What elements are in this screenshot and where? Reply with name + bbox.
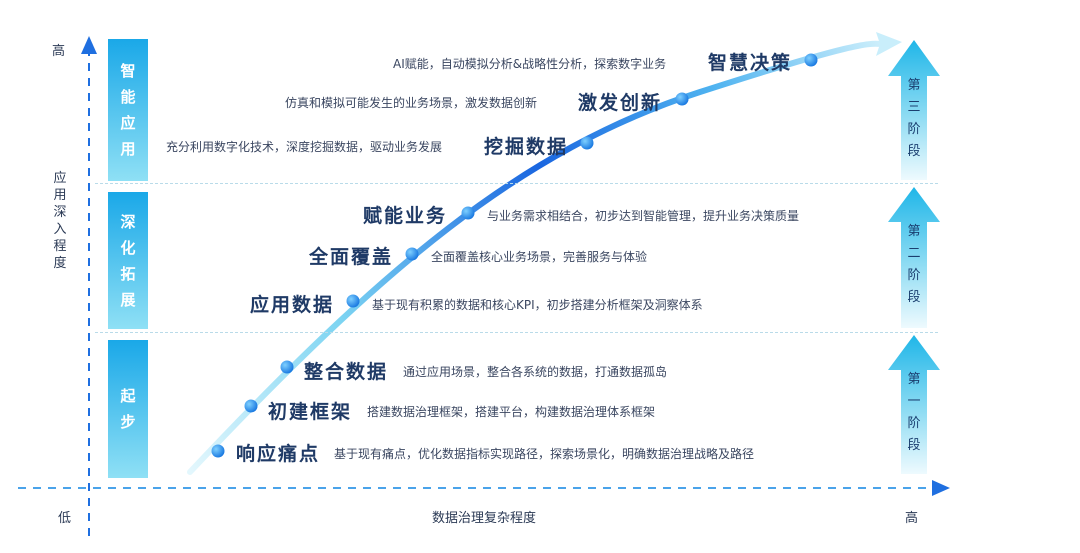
phase-char: 段 [907, 438, 921, 453]
phase-char: 第 [907, 224, 921, 239]
phase-arrow-1 [888, 335, 940, 474]
y-axis-high-label: 高 [52, 44, 66, 59]
phase-arrow-2 [888, 187, 940, 328]
node-dot-1 [211, 444, 225, 458]
node-dot-8 [675, 92, 689, 106]
phase-char: 第 [907, 78, 921, 93]
node-dot-7 [580, 136, 594, 150]
y-axis-title: 应 用 深 入 程 度 [52, 170, 68, 272]
node-desc-inspire-innovation: 仿真和模拟可能发生的业务场景，激发数据创新 [285, 96, 538, 110]
stage-box-bg-2 [108, 192, 148, 329]
stage-intelligent-application: 智 能 应 用 [108, 39, 148, 181]
stage-char: 深 [120, 212, 136, 231]
stage-char: 智 [120, 62, 136, 80]
stage-char: 展 [120, 290, 136, 309]
stage-deepen-expand: 深 化 拓 展 [108, 192, 148, 329]
phase-label-1: 第 一 阶 段 [903, 369, 925, 457]
curve-arrow-head [876, 32, 902, 56]
phase-arrow-3 [888, 40, 940, 180]
stage-box-bg-3 [108, 340, 148, 478]
y-axis-title-char: 程 [53, 239, 67, 254]
node-dot-9 [804, 53, 818, 67]
node-desc-respond-pain: 基于现有痛点，优化数据指标实现路径，探索场景化，明确数据治理战略及路径 [334, 447, 755, 461]
phase-char: 二 [907, 246, 921, 261]
stage-char: 应 [120, 114, 136, 132]
node-title-full-coverage: 全面覆盖 [309, 246, 394, 268]
node-dot-2 [244, 399, 258, 413]
stage-char: 化 [120, 238, 136, 257]
y-axis-title-char: 入 [53, 222, 67, 237]
node-title-empower-business: 赋能业务 [363, 205, 448, 227]
node-dot-4 [346, 294, 360, 308]
y-axis-title-char: 应 [53, 171, 67, 186]
phase-char: 阶 [907, 416, 921, 431]
x-axis-high-label: 高 [905, 511, 919, 526]
stage-char: 步 [120, 413, 136, 431]
stage-char: 起 [120, 387, 136, 405]
y-axis-low-label: 低 [58, 511, 72, 526]
phase-label-2: 第 二 阶 段 [903, 221, 925, 309]
stage-separator-bottom [95, 332, 938, 333]
growth-curve [187, 40, 888, 475]
stage-char: 用 [120, 140, 136, 158]
node-title-mine-data: 挖掘数据 [484, 136, 569, 158]
y-axis [81, 36, 97, 536]
node-desc-smart-decision: AI赋能，自动模拟分析&战略性分析，探索数字业务 [393, 57, 667, 71]
phase-char: 段 [907, 144, 921, 159]
phase-label-3: 第 三 阶 段 [903, 75, 925, 163]
phase-char: 阶 [907, 268, 921, 283]
stage-box-bg-1 [108, 39, 148, 181]
node-title-smart-decision: 智慧决策 [708, 52, 793, 74]
node-dot-5 [405, 247, 419, 261]
node-dot-6 [461, 206, 475, 220]
x-axis [18, 480, 950, 496]
y-axis-title-char: 用 [53, 188, 67, 203]
node-title-apply-data: 应用数据 [250, 294, 335, 316]
node-desc-full-coverage: 全面覆盖核心业务场景，完善服务与体验 [431, 250, 648, 264]
node-desc-integrate-data: 通过应用场景，整合各系统的数据，打通数据孤岛 [403, 365, 668, 379]
node-desc-empower-business: 与业务需求相结合，初步达到智能管理，提升业务决策质量 [487, 209, 800, 223]
node-title-build-framework: 初建框架 [268, 401, 353, 423]
stage-char: 拓 [120, 264, 136, 283]
y-axis-title-char: 深 [53, 205, 67, 220]
y-axis-title-char: 度 [53, 256, 67, 271]
phase-char: 三 [907, 100, 921, 115]
stage-char: 能 [120, 88, 136, 106]
node-title-integrate-data: 整合数据 [304, 361, 389, 383]
stage-start: 起 步 [108, 340, 148, 478]
node-desc-mine-data: 充分利用数字化技术，深度挖掘数据，驱动业务发展 [166, 140, 443, 154]
node-desc-build-framework: 搭建数据治理框架，搭建平台，构建数据治理体系框架 [367, 405, 656, 419]
node-dot-3 [280, 360, 294, 374]
node-title-respond-pain: 响应痛点 [236, 443, 321, 465]
phase-char: 段 [907, 290, 921, 305]
node-desc-apply-data: 基于现有积累的数据和核心KPI，初步搭建分析框架及洞察体系 [372, 298, 703, 312]
phase-char: 一 [907, 394, 921, 409]
phase-char: 阶 [907, 122, 921, 137]
stage-separator-top [95, 183, 938, 184]
x-axis-title: 数据治理复杂程度 [432, 511, 537, 526]
node-title-inspire-innovation: 激发创新 [578, 92, 663, 114]
phase-char: 第 [907, 372, 921, 387]
